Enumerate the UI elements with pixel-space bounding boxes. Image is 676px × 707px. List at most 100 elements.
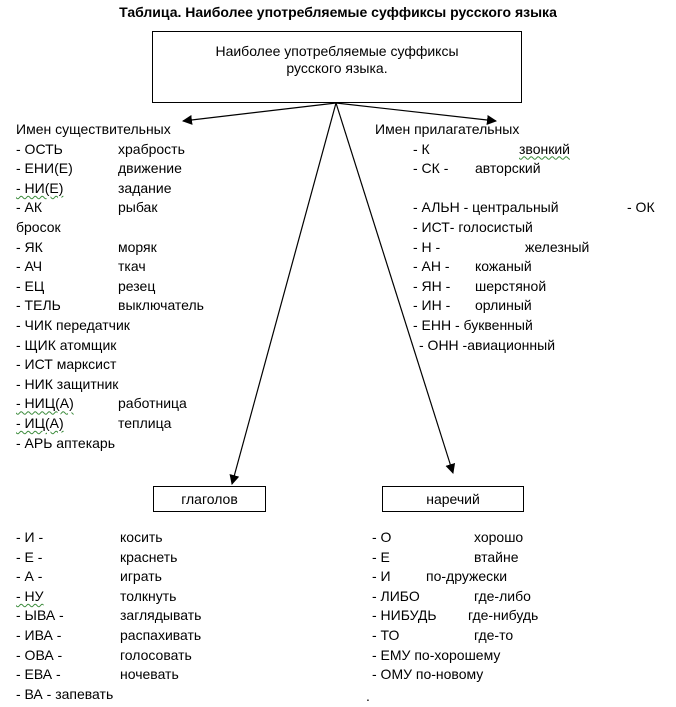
example: ткач bbox=[118, 258, 146, 275]
suffix: - НИК защитник bbox=[16, 375, 119, 392]
list-item: - ЕМУ по-хорошему bbox=[372, 646, 652, 666]
suffix: - Е - bbox=[16, 548, 43, 565]
suffix: - ЯК bbox=[16, 238, 43, 255]
example: шерстяной bbox=[475, 277, 547, 294]
suffix: бросок bbox=[16, 218, 61, 235]
example: резец bbox=[118, 277, 156, 294]
suffix: - ЕНИ(Е) bbox=[16, 160, 73, 177]
list-item: - ТЕЛЬ выключатель bbox=[16, 296, 246, 316]
suffix: - НУ bbox=[16, 587, 44, 604]
suffix: - ЕВА - bbox=[16, 666, 61, 683]
suffix: - И bbox=[372, 568, 391, 585]
suffix: - К bbox=[413, 140, 430, 157]
list-item: - ЕНИ(Е) движение bbox=[16, 159, 246, 179]
list-item: - ЕНН - буквенный bbox=[413, 316, 673, 336]
suffix: - АЛЬН - центральный bbox=[413, 199, 559, 216]
example: где-нибудь bbox=[468, 607, 539, 624]
example: распахивать bbox=[120, 626, 202, 643]
example: работница bbox=[118, 395, 187, 412]
list-item: - СК -авторский bbox=[413, 159, 673, 179]
list-item: - АЧ ткач bbox=[16, 257, 246, 277]
example: орлиный bbox=[475, 297, 532, 314]
suffix: - АН - bbox=[413, 258, 450, 275]
list-item: - НИК защитник bbox=[16, 375, 246, 395]
suffix: - Е bbox=[372, 548, 390, 565]
suffix: - ОНН -авиационный bbox=[419, 336, 556, 353]
example: заглядывать bbox=[120, 607, 202, 624]
example: выключатель bbox=[118, 297, 204, 314]
list-item: - И -косить bbox=[16, 528, 256, 548]
example: теплица bbox=[118, 414, 172, 431]
suffix: - ОМУ по-новому bbox=[372, 666, 484, 683]
example: косить bbox=[120, 529, 163, 545]
list-item: - ОВА -голосовать bbox=[16, 646, 256, 666]
list-item: - Е - краснеть bbox=[16, 548, 256, 568]
suffix: - ТЕЛЬ bbox=[16, 297, 61, 314]
suffix: - ИВА - bbox=[16, 626, 62, 643]
example: где-то bbox=[474, 626, 514, 643]
list-item: - ЩИК атомщик bbox=[16, 336, 246, 356]
verbs-box: глаголов bbox=[153, 486, 266, 512]
adjectives-list: - К звонкий - СК -авторский - АЛЬН - цент… bbox=[413, 140, 673, 356]
suffix: - ТО bbox=[372, 626, 400, 643]
suffix: - ОСТЬ bbox=[16, 140, 63, 157]
adjectives-header: Имен прилагательных bbox=[375, 121, 520, 137]
nouns-header: Имен существительных bbox=[16, 121, 171, 137]
suffix: - А - bbox=[16, 568, 43, 585]
list-item: - ТО где-то bbox=[372, 626, 652, 646]
suffix: - ЫВА - bbox=[16, 607, 64, 624]
list-item-empty bbox=[413, 179, 673, 199]
list-item: - НИЦ(А)работница bbox=[16, 394, 246, 414]
nouns-list: Имен существительных - ОСТЬ храбрость - Е… bbox=[16, 120, 246, 453]
list-item: - НИ(Е)задание bbox=[16, 179, 246, 199]
list-item: - К звонкий bbox=[413, 140, 673, 160]
suffix: - О bbox=[372, 529, 392, 545]
suffix: - ЯН - bbox=[413, 277, 451, 294]
list-item: - ИЦ(А)теплица bbox=[16, 414, 246, 434]
list-item: - ИВА - распахивать bbox=[16, 626, 256, 646]
example: движение bbox=[118, 160, 182, 177]
suffix: - АК bbox=[16, 199, 43, 216]
list-item: - ОМУ по-новому bbox=[372, 665, 652, 685]
example: по-дружески bbox=[426, 568, 508, 585]
example: толкнуть bbox=[120, 587, 177, 604]
example: храбрость bbox=[118, 140, 185, 157]
example: звонкий bbox=[519, 140, 570, 157]
list-item: - НУ толкнуть bbox=[16, 587, 256, 607]
suffix: - ЩИК атомщик bbox=[16, 336, 117, 353]
suffix: - НИБУДЬ bbox=[372, 607, 437, 624]
center-box-line2: русского языка. bbox=[286, 60, 388, 76]
suffix: - АРЬ аптекарь bbox=[16, 434, 116, 451]
list-item: - ЯН - шерстяной bbox=[413, 277, 673, 297]
arrow-adjectives bbox=[335, 102, 497, 125]
suffix: - Н - bbox=[413, 238, 441, 255]
list-item: - ЯК моряк bbox=[16, 238, 246, 258]
example: моряк bbox=[118, 238, 157, 255]
list-item: - ИСТ марксист bbox=[16, 355, 246, 375]
extra-suffix: - ОК bbox=[627, 199, 655, 216]
list-item: бросок bbox=[16, 218, 246, 238]
example: играть bbox=[120, 568, 162, 585]
list-item: - ЧИК передатчик bbox=[16, 316, 246, 336]
arrow-verbs bbox=[229, 102, 337, 485]
suffix: - ИСТ марксист bbox=[16, 356, 117, 373]
suffix: - ЕНН - буквенный bbox=[413, 316, 533, 333]
suffix: - АЧ bbox=[16, 258, 43, 275]
suffix: - СК - bbox=[413, 160, 449, 177]
list-item: - ВА - запевать bbox=[16, 685, 256, 705]
example: рыбак bbox=[118, 199, 158, 216]
list-item: - ЕВА -ночевать bbox=[16, 665, 256, 685]
verbs-list: - И -косить - Е - краснеть - А - играть - … bbox=[16, 528, 256, 704]
arrow-nouns bbox=[182, 102, 337, 125]
list-item: - ЫВА - заглядывать bbox=[16, 606, 256, 626]
list-item: - ОСТЬ храбрость bbox=[16, 140, 246, 160]
suffix: - ОВА - bbox=[16, 646, 63, 663]
example: краснеть bbox=[120, 548, 178, 565]
suffix: - ИН - bbox=[413, 297, 451, 314]
center-box: Наиболее употребляемые суффиксы русского… bbox=[152, 31, 522, 103]
list-item: - ИСТ- голосистый bbox=[413, 218, 673, 238]
